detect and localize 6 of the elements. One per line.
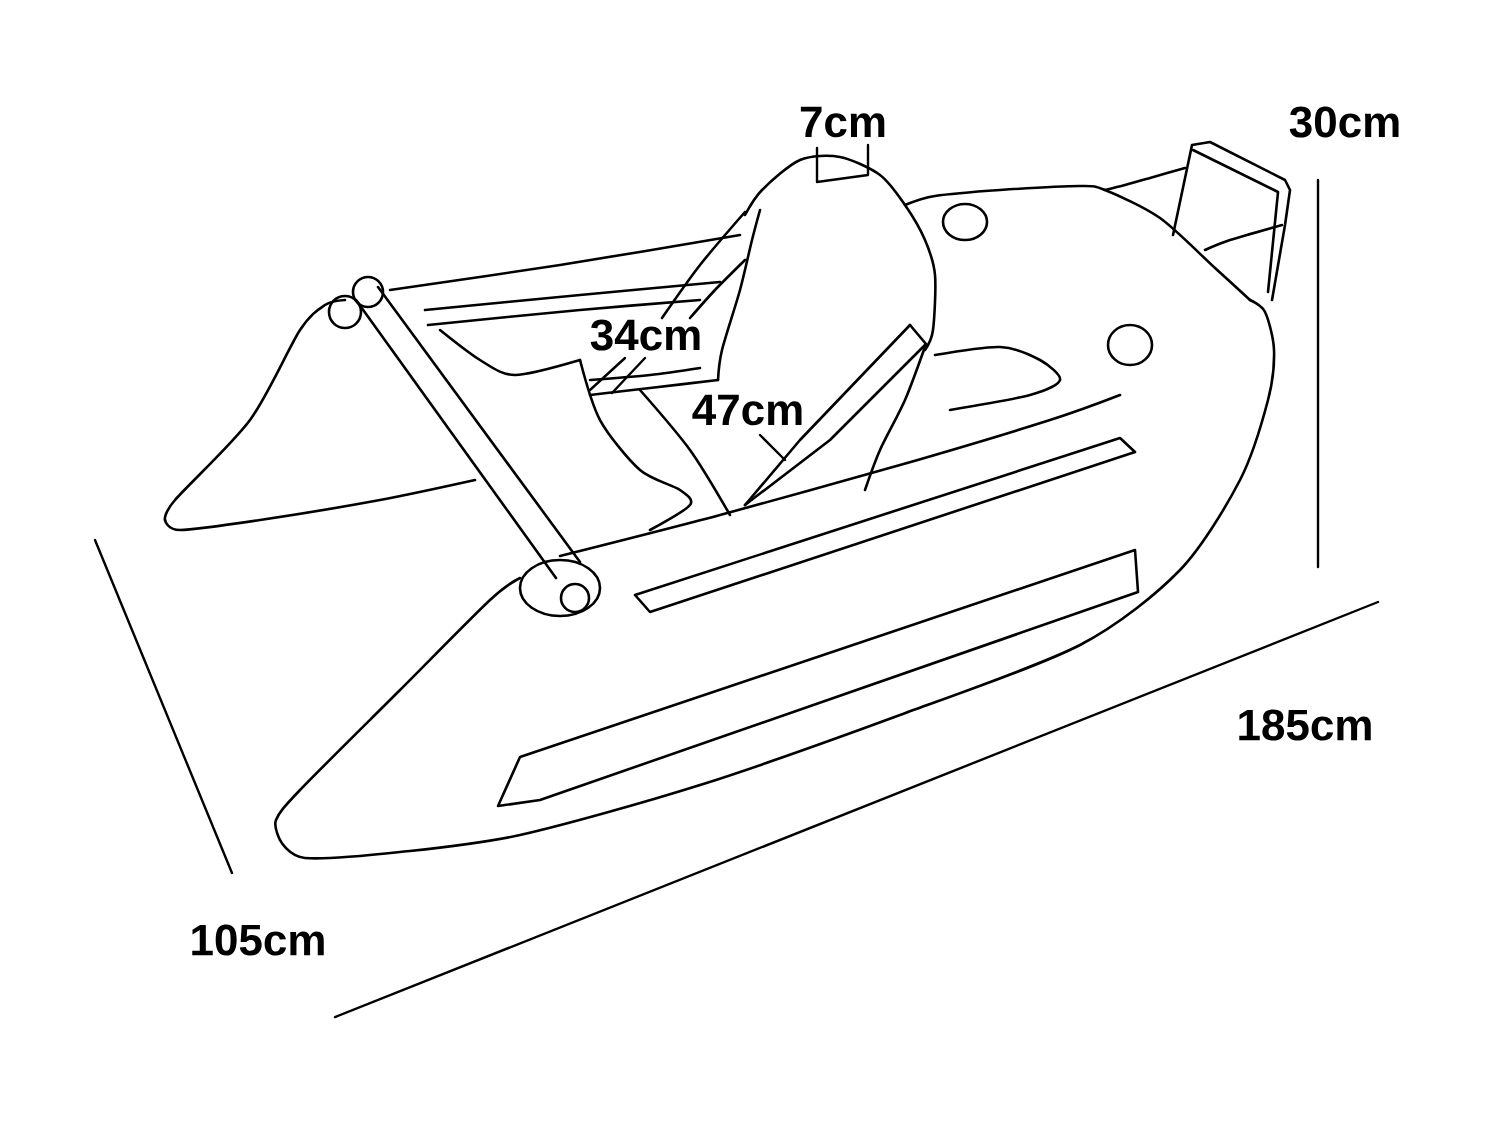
dimension-label: 34cm xyxy=(590,319,700,351)
dimension-label: 47cm xyxy=(692,394,802,426)
dimension-label: 30cm xyxy=(1289,106,1399,138)
dimension-label: 105cm xyxy=(192,924,324,956)
dimension-label: 185cm xyxy=(1239,709,1371,741)
dimension-label: 7cm xyxy=(800,106,885,138)
